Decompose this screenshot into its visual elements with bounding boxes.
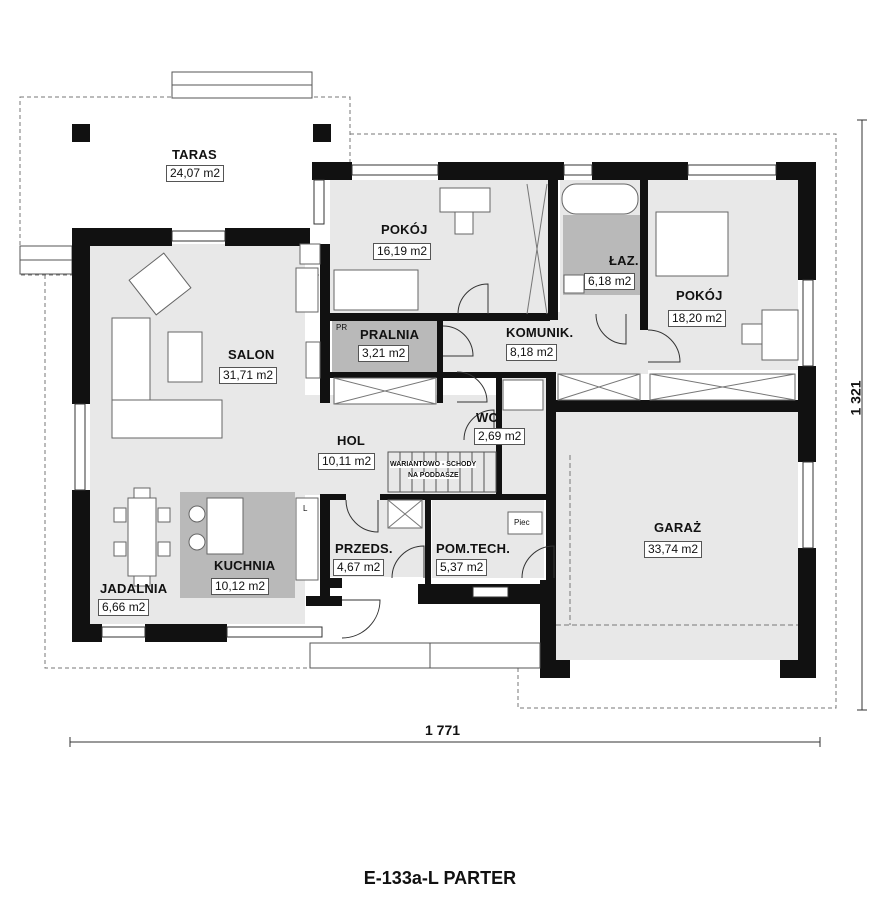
plan-caption: E-133a-L PARTER [363, 868, 517, 888]
room-area-komunikacja: 8,18 m2 [506, 344, 558, 361]
walls [72, 162, 816, 678]
room-area-taras: 24,07 m2 [166, 165, 225, 182]
room-name-wc: WC [476, 410, 499, 425]
room-name-komunikacja: KOMUNIK. [506, 325, 574, 340]
room-area-pokoj-1: 16,19 m2 [373, 243, 432, 260]
room-area-salon: 31,71 m2 [219, 367, 278, 384]
terrace-post [313, 124, 331, 142]
dimension-lines [69, 119, 867, 747]
room-name-kuchnia: KUCHNIA [214, 558, 276, 573]
room-name-garaz: GARAŻ [654, 520, 702, 535]
garage-door [556, 455, 798, 626]
width-dimension: 1 771 [425, 722, 461, 738]
height-dimension: 1 321 [847, 380, 864, 416]
room-name-hol: HOL [337, 433, 366, 448]
room-area-garaz: 33,74 m2 [644, 541, 703, 558]
room-name-przedsionek: PRZEDS. [335, 541, 393, 556]
room-area-hol: 10,11 m2 [318, 453, 376, 470]
room-area-pom-tech: 5,37 m2 [436, 559, 488, 576]
room-name-pralnia: PRALNIA [360, 327, 420, 342]
room-area-przedsionek: 4,67 m2 [333, 559, 385, 576]
washer-label: PR [336, 323, 348, 332]
room-area-kuchnia: 10,12 m2 [211, 578, 270, 595]
room-area-pokoj-2: 18,20 m2 [668, 310, 727, 327]
room-area-jadalnia: 6,66 m2 [98, 599, 150, 616]
room-name-pokoj-2: POKÓJ [676, 288, 723, 303]
windows [74, 164, 814, 638]
boiler-label: Piec [514, 518, 530, 527]
room-name-pom-tech: POM.TECH. [436, 541, 511, 556]
fridge-label: L [303, 504, 308, 513]
entrance [309, 642, 541, 669]
room-area-wc: 2,69 m2 [474, 428, 526, 445]
door-swings [341, 283, 681, 639]
room-name-taras: TARAS [172, 147, 217, 162]
storage-hatch [333, 183, 796, 529]
stairs-note-line2: NA PODDASZE [408, 472, 459, 479]
room-area-lazienka: 6,18 m2 [584, 273, 636, 290]
room-name-jadalnia: JADALNIA [100, 581, 168, 596]
room-area-pralnia: 3,21 m2 [358, 345, 410, 362]
terrace-post [72, 124, 90, 142]
room-name-lazienka: ŁAZ. [609, 253, 639, 268]
stairs-note-line1: WARIANTOWO - SCHODY [390, 461, 477, 468]
room-name-pokoj-1: POKÓJ [381, 222, 428, 237]
chairs [113, 487, 206, 587]
room-name-salon: SALON [228, 347, 275, 362]
